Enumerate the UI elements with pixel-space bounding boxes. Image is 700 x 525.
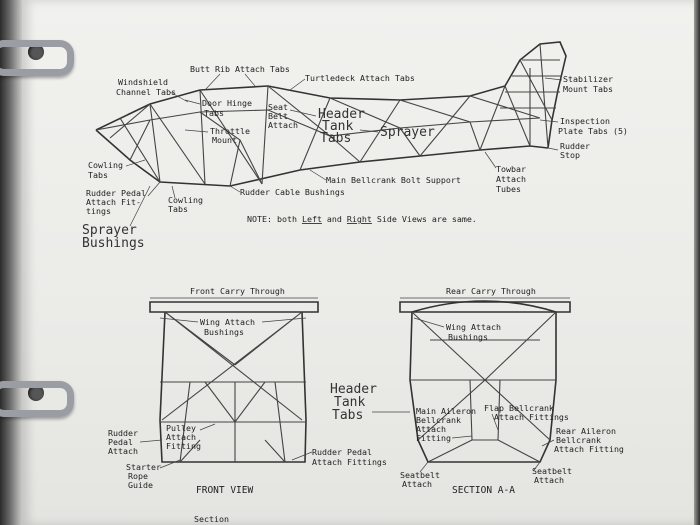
- label-turtledeck: Turtledeck Attach Tabs: [305, 73, 415, 83]
- handwritten-sprayer: Sprayer: [380, 125, 435, 140]
- fv-rudder-3: Attach: [108, 446, 138, 456]
- fv-starter-2: Rope: [128, 471, 148, 481]
- section-aa-labels: Rear Carry Through Wing Attach Bushings …: [330, 286, 624, 496]
- fv-pulley-3: Fitting: [166, 441, 201, 451]
- fv-caption: FRONT VIEW: [196, 485, 253, 496]
- saa-seatbelt-r-1: Seatbelt: [532, 466, 572, 476]
- saa-header-2: Tank: [334, 395, 365, 410]
- binder-ring-top: [0, 40, 74, 76]
- handwritten-sprayer-bushings-2: Bushings: [82, 236, 145, 251]
- saa-main-aileron-1: Main Aileron: [416, 406, 476, 416]
- saa-main-aileron-4: Fitting: [416, 433, 451, 443]
- label-rudder-cable: Rudder Cable Bushings: [240, 187, 345, 197]
- fv-rudder-1: Rudder: [108, 428, 138, 438]
- handwritten-sprayer-bushings-1: Sprayer: [82, 223, 137, 238]
- label-inspection-2: Plate Tabs (5): [558, 126, 628, 136]
- saa-main-aileron-2: Bellcrank: [416, 415, 461, 425]
- fv-pulley-1: Pulley: [166, 423, 196, 433]
- saa-seatbelt-r-2: Attach: [534, 475, 564, 485]
- saa-main-aileron-3: Attach: [416, 424, 446, 434]
- fv-starter-1: Starter: [126, 462, 161, 472]
- section-aa-frame: [399, 300, 571, 463]
- front-view-frame: [149, 301, 319, 463]
- label-seat-2: Belt: [268, 111, 288, 121]
- footer-section: Section: [194, 514, 229, 524]
- fv-rudder-2: Pedal: [108, 437, 133, 447]
- side-view-note: NOTE: both Left and Right Side Views are…: [247, 214, 477, 224]
- front-view-labels: Front Carry Through Wing Attach Bushings…: [108, 286, 387, 496]
- label-stab-1: Stabilizer: [563, 74, 613, 84]
- fv-carry-through: Front Carry Through: [190, 286, 285, 296]
- label-throttle-2: Mount: [212, 135, 237, 145]
- fv-wing-2: Bushings: [204, 327, 244, 337]
- label-cowling-bot-2: Tabs: [168, 204, 188, 214]
- label-cowling-top-2: Tabs: [88, 170, 108, 180]
- saa-seatbelt-l-1: Seatbelt: [400, 470, 440, 480]
- label-rudder-pedal-1: Rudder Pedal: [86, 188, 146, 198]
- punch-hole: [28, 44, 44, 60]
- label-rudder-stop-1: Rudder: [560, 141, 590, 151]
- label-door-hinge-2: Tabs: [204, 108, 224, 118]
- label-towbar-3: Tubes: [496, 184, 521, 194]
- label-rudder-stop-2: Stop: [560, 150, 580, 160]
- side-view-frame: [95, 41, 567, 187]
- label-windshield-1: Windshield: [118, 77, 168, 87]
- label-towbar-1: Towbar: [496, 164, 526, 174]
- label-throttle-1: Throttle: [210, 126, 250, 136]
- label-rudder-pedal-2: Attach Fit-: [86, 197, 141, 207]
- label-cowling-top-1: Cowling: [88, 160, 123, 170]
- handwritten-header-3: Tabs: [320, 131, 351, 146]
- saa-header-3: Tabs: [332, 408, 363, 423]
- saa-flap-2: Attach Fittings: [494, 412, 569, 422]
- label-door-hinge-1: Door Hinge: [202, 98, 252, 108]
- saa-carry-through: Rear Carry Through: [446, 286, 536, 296]
- side-view-labels: Butt Rib Attach Tabs Turtledeck Attach T…: [82, 64, 628, 251]
- label-towbar-2: Attach: [496, 174, 526, 184]
- label-windshield-2: Channel Tabs: [116, 87, 176, 97]
- saa-rear-aileron-3: Attach Fitting: [554, 444, 624, 454]
- fv-wing-1: Wing Attach: [200, 317, 255, 327]
- saa-rear-aileron-2: Bellcrank: [556, 435, 601, 445]
- saa-wing-1: Wing Attach: [446, 322, 501, 332]
- saa-rear-aileron-1: Rear Aileron: [556, 426, 616, 436]
- handwritten-header-1: Header: [318, 107, 365, 122]
- label-main-bellcrank: Main Bellcrank Bolt Support: [326, 175, 461, 185]
- handwritten-header-2: Tank: [322, 119, 353, 134]
- saa-wing-2: Bushings: [448, 332, 488, 342]
- fv-starter-3: Guide: [128, 480, 153, 490]
- label-stab-2: Mount Tabs: [563, 84, 613, 94]
- label-seat-3: Attach: [268, 120, 298, 130]
- label-butt-rib: Butt Rib Attach Tabs: [190, 64, 290, 74]
- saa-flap-1: Flap Bellcrank: [484, 403, 554, 413]
- label-inspection-1: Inspection: [560, 116, 610, 126]
- punch-hole: [28, 385, 44, 401]
- label-cowling-bot-1: Cowling: [168, 195, 203, 205]
- saa-caption: SECTION A-A: [452, 485, 515, 496]
- fv-rudder-fit-2: Attach Fittings: [312, 457, 387, 467]
- saa-header-1: Header: [330, 382, 377, 397]
- saa-seatbelt-l-2: Attach: [402, 479, 432, 489]
- fv-rudder-fit-1: Rudder Pedal: [312, 447, 372, 457]
- binder-page: [22, 0, 694, 525]
- fv-pulley-2: Attach: [166, 432, 196, 442]
- binder-ring-bottom: [0, 381, 74, 417]
- label-rudder-pedal-3: tings: [86, 206, 111, 216]
- label-seat-1: Seat: [268, 102, 288, 112]
